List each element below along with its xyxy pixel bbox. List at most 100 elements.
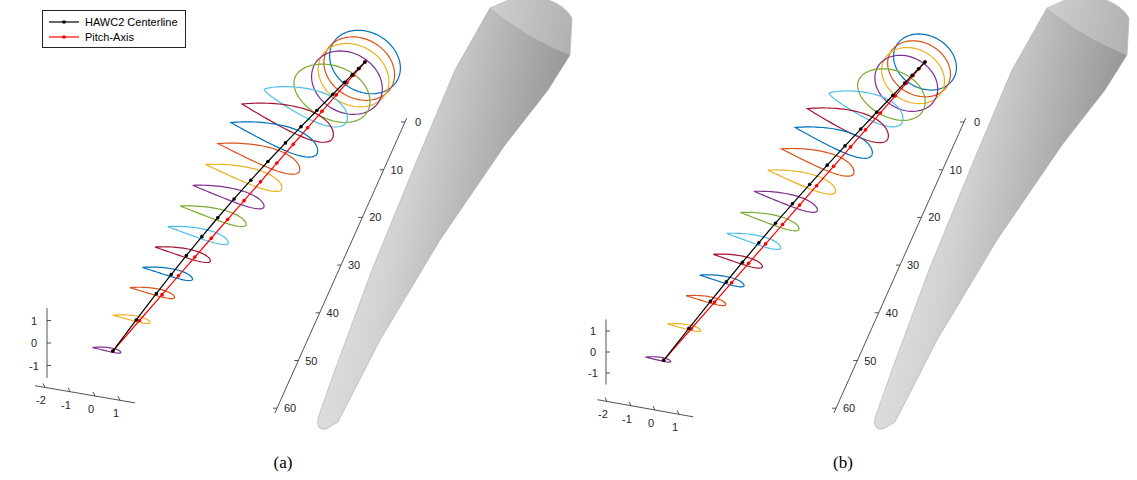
tick-mark xyxy=(896,265,900,266)
line-marker xyxy=(747,261,751,265)
line-marker xyxy=(242,199,246,203)
line-marker xyxy=(343,80,347,84)
line-marker xyxy=(849,145,853,149)
line-marker xyxy=(331,92,335,96)
line-marker xyxy=(815,184,819,188)
centerline-line xyxy=(664,62,925,360)
cross-section-curve xyxy=(92,347,120,353)
centerline-line xyxy=(113,62,365,351)
line-marker xyxy=(774,221,778,225)
tick-mark xyxy=(917,217,921,218)
line-marker xyxy=(662,358,666,362)
line-marker xyxy=(741,260,745,264)
tick-mark xyxy=(380,169,384,170)
line-marker xyxy=(111,349,115,353)
tick-mark xyxy=(358,217,362,218)
blade-root-shade xyxy=(1047,0,1129,55)
line-marker xyxy=(923,60,927,64)
line-marker xyxy=(725,280,729,284)
line-marker xyxy=(350,73,354,77)
tick-mark xyxy=(605,397,607,401)
line-marker xyxy=(730,281,734,285)
tick-label: 10 xyxy=(391,164,403,175)
legend-sample-marker xyxy=(62,20,66,24)
tick-label: 60 xyxy=(284,403,296,414)
tick-mark xyxy=(316,312,320,313)
line-marker xyxy=(320,110,324,114)
line-marker xyxy=(891,94,895,98)
x-axis xyxy=(35,386,135,403)
tick-mark xyxy=(43,383,45,387)
span-axis xyxy=(834,118,966,413)
tick-label: 0 xyxy=(88,404,94,415)
line-marker xyxy=(903,81,907,85)
centerline-line xyxy=(662,60,927,362)
cross-section-curve xyxy=(667,324,700,332)
tick-label: 1 xyxy=(31,315,37,326)
legend-sample xyxy=(47,17,81,27)
plot-panel xyxy=(597,34,965,417)
cross-section-curve xyxy=(645,357,670,362)
tick-mark xyxy=(47,320,51,321)
tick-mark xyxy=(68,388,70,392)
cross-sections xyxy=(92,30,400,353)
line-marker xyxy=(357,67,361,71)
tick-mark xyxy=(273,408,277,409)
panel-caption: (b) xyxy=(833,454,853,471)
tick-mark xyxy=(337,265,341,266)
legend-sample-marker xyxy=(62,35,66,39)
cross-section-curve xyxy=(875,55,938,111)
line-marker xyxy=(209,236,213,240)
tick-mark xyxy=(853,360,857,361)
plot-panel xyxy=(35,30,407,413)
tick-label: 1 xyxy=(113,408,119,419)
legend-sample xyxy=(47,32,81,42)
cross-section-curve xyxy=(768,170,836,194)
tick-mark xyxy=(606,331,610,332)
tick-label: 20 xyxy=(369,212,381,223)
tick-mark xyxy=(653,406,655,410)
line-marker xyxy=(249,178,253,182)
tick-label: 1 xyxy=(590,326,596,337)
tick-label: 50 xyxy=(864,355,876,366)
line-marker xyxy=(917,67,921,71)
tick-label: -1 xyxy=(622,413,632,424)
line-marker xyxy=(185,254,189,258)
pitch-axis-line xyxy=(662,60,927,362)
blade-surface xyxy=(318,0,572,429)
blade-root-shade xyxy=(490,0,572,55)
line-marker xyxy=(808,183,812,187)
tick-label: 0 xyxy=(974,117,980,128)
tick-label: 0 xyxy=(648,418,654,429)
line-marker xyxy=(200,235,204,239)
line-marker xyxy=(138,319,142,323)
line-marker xyxy=(798,203,802,207)
line-marker xyxy=(832,164,836,168)
tick-label: 1 xyxy=(672,422,678,433)
tick-label: -1 xyxy=(29,360,39,371)
legend-entry: Pitch-Axis xyxy=(47,29,178,44)
line-marker xyxy=(315,109,319,113)
tick-label: -2 xyxy=(598,409,608,420)
line-marker xyxy=(291,142,295,146)
line-marker xyxy=(154,292,158,296)
cross-section-curve xyxy=(782,149,854,177)
pitch-axis-line xyxy=(664,62,925,360)
line-marker xyxy=(910,74,914,78)
tick-label: 40 xyxy=(886,307,898,318)
cross-section-curve xyxy=(294,64,370,122)
tick-mark xyxy=(875,312,879,313)
line-marker xyxy=(134,318,138,322)
line-marker xyxy=(216,216,220,220)
tick-label: -1 xyxy=(61,399,71,410)
line-marker xyxy=(875,110,879,114)
tick-label: 60 xyxy=(843,403,855,414)
line-marker xyxy=(111,349,115,353)
cross-section-curve xyxy=(231,122,318,157)
line-marker xyxy=(259,180,263,184)
tick-label: 0 xyxy=(415,117,421,128)
line-marker xyxy=(764,242,768,246)
cross-section-curve xyxy=(113,315,150,324)
